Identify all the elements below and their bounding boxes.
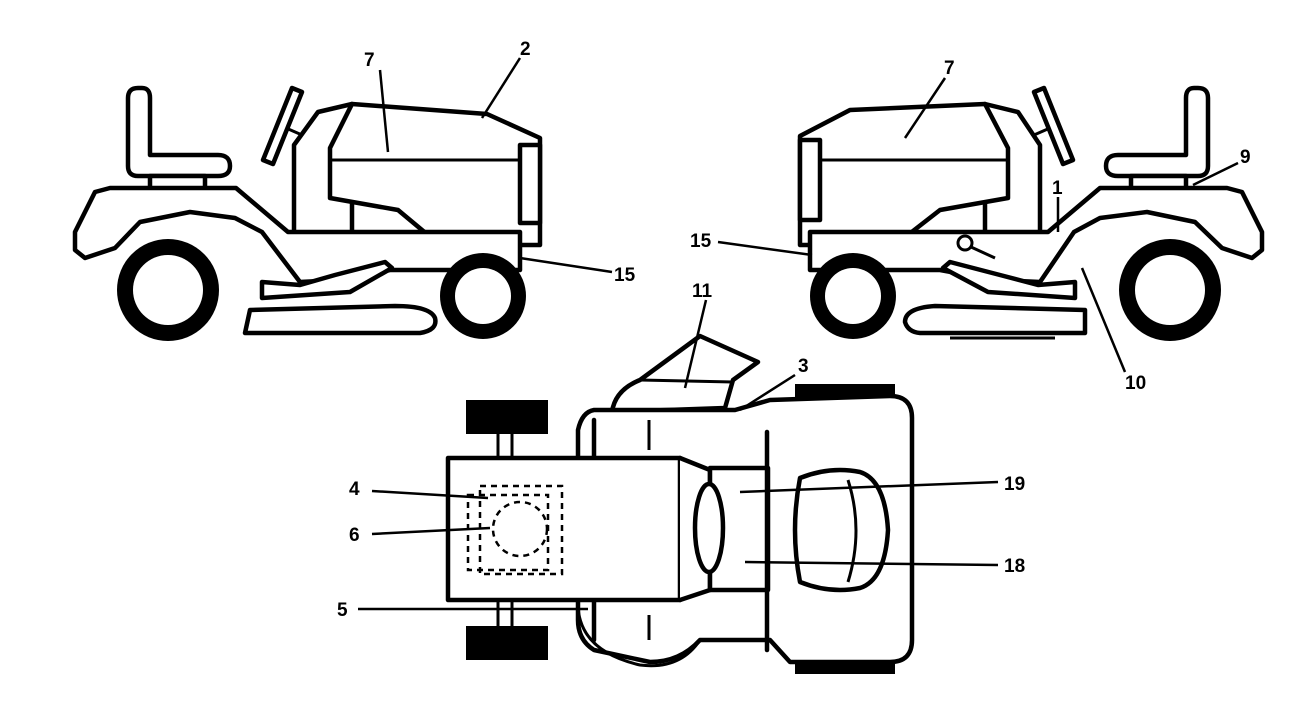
callout-label: 7 — [364, 50, 375, 71]
callout-label: 7 — [944, 58, 955, 79]
callout-label: 11 — [692, 281, 713, 302]
callout-label: 15 — [690, 231, 712, 252]
left-side-view — [72, 85, 543, 341]
callout-labels: 7 2 15 7 9 1 15 10 11 3 4 6 5 19 18 — [337, 39, 1251, 621]
callout-label: 15 — [614, 265, 636, 286]
right-side-view — [797, 85, 1265, 341]
callout-label: 9 — [1240, 147, 1251, 168]
callout-label: 18 — [1004, 556, 1025, 577]
callout-label: 6 — [349, 525, 360, 546]
leader-lines — [358, 57, 1239, 611]
callout-label: 5 — [337, 600, 348, 621]
callout-label: 4 — [349, 479, 360, 500]
callout-label: 2 — [520, 39, 531, 60]
callout-label: 10 — [1125, 373, 1146, 394]
callout-label: 19 — [1004, 474, 1025, 495]
top-view — [445, 333, 915, 674]
callout-label: 3 — [798, 356, 809, 377]
callout-label: 1 — [1052, 178, 1063, 199]
